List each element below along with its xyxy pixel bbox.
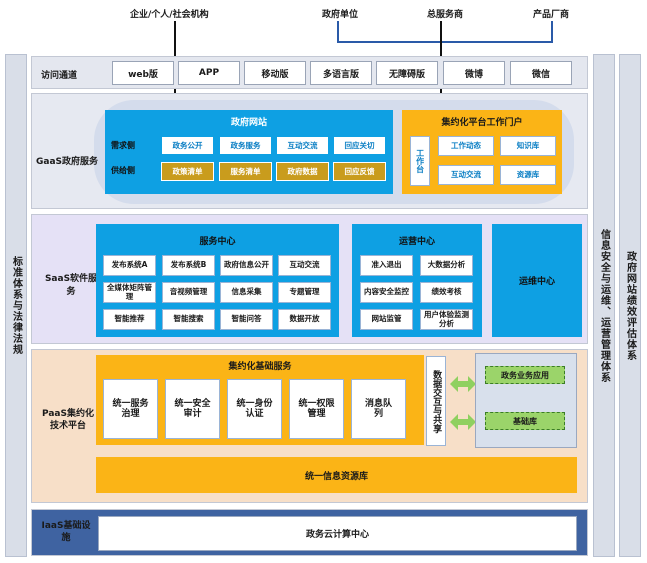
gov-business-app[interactable]: 政务业务应用 <box>485 366 565 384</box>
svc-info-disclosure[interactable]: 政府信息公开 <box>220 255 273 276</box>
service-center-title: 服务中心 <box>199 237 236 247</box>
platform-portal-box: 集约化平台工作门户 工作台 工作动态 知识库 互动交流 资源库 <box>402 110 562 194</box>
base-service-governance[interactable]: 统一服务治理 <box>103 379 158 439</box>
business-panel: 政务业务应用 基础库 <box>475 353 577 448</box>
svc-publish-b[interactable]: 发布系统B <box>162 255 215 276</box>
svc-smart-recommend[interactable]: 智能推荐 <box>103 309 156 330</box>
paas-band: PaaS集约化技术平台 集约化基础服务 统一服务治理 统一安全审计 统一身份认证… <box>31 349 588 503</box>
svc-interaction[interactable]: 互动交流 <box>278 255 331 276</box>
enterprise-label: 企业/个人/社会机构 <box>130 10 209 20</box>
base-service-governance-label: 统一服务治理 <box>112 398 149 419</box>
vendor-label: 产品厂商 <box>533 10 570 20</box>
svc-media-matrix[interactable]: 全媒体矩阵管理 <box>103 282 156 303</box>
service-center-box: 服务中心 发布系统A 发布系统B 政府信息公开 互动交流 全媒体矩阵管理 音视频… <box>96 224 339 337</box>
platform-portal-title: 集约化平台工作门户 <box>441 118 523 128</box>
platform-work-news[interactable]: 工作动态 <box>438 136 494 156</box>
ops-center-title: 运营中心 <box>398 237 435 247</box>
gov-portal-box: 政府网站 需求侧 供给侧 政务公开 政务服务 互动交流 回应关切 政策清单 服务… <box>105 110 393 194</box>
ops-entry-exit[interactable]: 准入退出 <box>360 255 413 276</box>
supply-feedback[interactable]: 回应反馈 <box>333 162 386 181</box>
svc-open-data[interactable]: 数据开放 <box>278 309 331 330</box>
data-exchange-box[interactable]: 数据交互与共享 <box>426 356 446 446</box>
svc-topic-management[interactable]: 专题管理 <box>278 282 331 303</box>
gaas-label: GaaS政府服务 <box>36 157 99 167</box>
base-identity-auth[interactable]: 统一身份认证 <box>227 379 282 439</box>
ops-ux-monitor[interactable]: 用户体验监测分析 <box>420 309 473 330</box>
platform-interaction[interactable]: 互动交流 <box>438 165 494 185</box>
demand-open-gov[interactable]: 政务公开 <box>161 136 214 155</box>
ops-site-supervision[interactable]: 网站监管 <box>360 309 413 330</box>
base-library[interactable]: 基础库 <box>485 412 565 430</box>
demand-interaction[interactable]: 互动交流 <box>276 136 329 155</box>
channel-mobile[interactable]: 移动版 <box>244 61 306 85</box>
saas-band: SaaS软件服务 服务中心 发布系统A 发布系统B 政府信息公开 互动交流 全媒… <box>31 214 588 344</box>
workbench-label: 工作台 <box>415 149 425 173</box>
channel-multilang[interactable]: 多语言版 <box>310 61 372 85</box>
channel-web[interactable]: web版 <box>112 61 174 85</box>
supply-side-label: 供给侧 <box>111 166 135 175</box>
svc-av-management[interactable]: 音视频管理 <box>162 282 215 303</box>
svc-info-collect[interactable]: 信息采集 <box>220 282 273 303</box>
ops-performance[interactable]: 绩效考核 <box>420 282 473 303</box>
demand-response[interactable]: 回应关切 <box>333 136 386 155</box>
platform-knowledge[interactable]: 知识库 <box>500 136 556 156</box>
cloud-center-box[interactable]: 政务云计算中心 <box>98 516 577 551</box>
access-label: 访问通道 <box>41 71 78 81</box>
performance-eval-bar: 政府网站绩效评估体系 <box>619 54 641 557</box>
exchange-arrow-lower <box>450 414 476 430</box>
connector-vendor <box>551 21 553 43</box>
gaas-band: GaaS政府服务 政府网站 需求侧 供给侧 政务公开 政务服务 互动交流 回应关… <box>31 93 588 209</box>
svc-publish-a[interactable]: 发布系统A <box>103 255 156 276</box>
connector-horizontal <box>337 41 553 43</box>
base-message-queue-label: 消息队列 <box>364 398 392 419</box>
iaas-band: IaaS基础设施 政务云计算中心 <box>31 509 588 556</box>
supply-policy-list[interactable]: 政策清单 <box>161 162 214 181</box>
resource-lib-box[interactable]: 统一信息资源库 <box>96 457 577 493</box>
maint-center-box[interactable]: 运维中心 <box>492 224 582 337</box>
integrator-label: 总服务商 <box>427 10 464 20</box>
connector-gov-unit <box>337 21 339 43</box>
svc-smart-qa[interactable]: 智能问答 <box>220 309 273 330</box>
supply-gov-data[interactable]: 政府数据 <box>276 162 329 181</box>
standards-law-bar: 标准体系与法律法规 <box>5 54 27 557</box>
workbench-box[interactable]: 工作台 <box>410 136 430 186</box>
ops-content-security[interactable]: 内容安全监控 <box>360 282 413 303</box>
security-ops-bar: 信息安全与运维、运营管理体系 <box>593 54 615 557</box>
channel-weibo[interactable]: 微博 <box>443 61 505 85</box>
channel-wechat[interactable]: 微信 <box>510 61 572 85</box>
base-services-box: 集约化基础服务 统一服务治理 统一安全审计 统一身份认证 统一权限管理 消息队列 <box>96 355 424 445</box>
base-message-queue[interactable]: 消息队列 <box>351 379 406 439</box>
gov-portal-title: 政府网站 <box>230 118 267 128</box>
iaas-label: IaaS基础设施 <box>41 521 91 544</box>
demand-side-label: 需求侧 <box>111 141 135 150</box>
base-identity-auth-label: 统一身份认证 <box>236 398 273 419</box>
saas-label: SaaS软件服务 <box>44 274 98 297</box>
svc-smart-search[interactable]: 智能搜索 <box>162 309 215 330</box>
supply-service-list[interactable]: 服务清单 <box>219 162 272 181</box>
access-band: 访问通道 web版 APP 移动版 多语言版 无障碍版 微博 微信 <box>31 56 588 89</box>
base-security-audit-label: 统一安全审计 <box>174 398 211 419</box>
cloud-center-label: 政务云计算中心 <box>305 530 369 540</box>
maint-center-title: 运维中心 <box>518 277 555 287</box>
paas-label: PaaS集约化技术平台 <box>42 409 94 432</box>
data-exchange-label: 数据交互与共享 <box>431 369 442 433</box>
exchange-arrow-upper <box>450 376 476 392</box>
base-services-title: 集约化基础服务 <box>228 362 292 372</box>
channel-accessible[interactable]: 无障碍版 <box>376 61 438 85</box>
platform-resource[interactable]: 资源库 <box>500 165 556 185</box>
base-permission-label: 统一权限管理 <box>298 398 335 419</box>
security-ops-label: 信息安全与运维、运营管理体系 <box>598 228 610 383</box>
performance-eval-label: 政府网站绩效评估体系 <box>624 250 636 361</box>
base-permission[interactable]: 统一权限管理 <box>289 379 344 439</box>
ops-center-box: 运营中心 准入退出 大数据分析 内容安全监控 绩效考核 网站监管 用户体验监测分… <box>352 224 482 337</box>
resource-lib-label: 统一信息资源库 <box>304 471 368 482</box>
standards-law-label: 标准体系与法律法规 <box>10 256 22 355</box>
base-security-audit[interactable]: 统一安全审计 <box>165 379 220 439</box>
channel-app[interactable]: APP <box>178 61 240 85</box>
gov-unit-label: 政府单位 <box>322 10 359 20</box>
ops-bigdata[interactable]: 大数据分析 <box>420 255 473 276</box>
demand-gov-service[interactable]: 政务服务 <box>219 136 272 155</box>
